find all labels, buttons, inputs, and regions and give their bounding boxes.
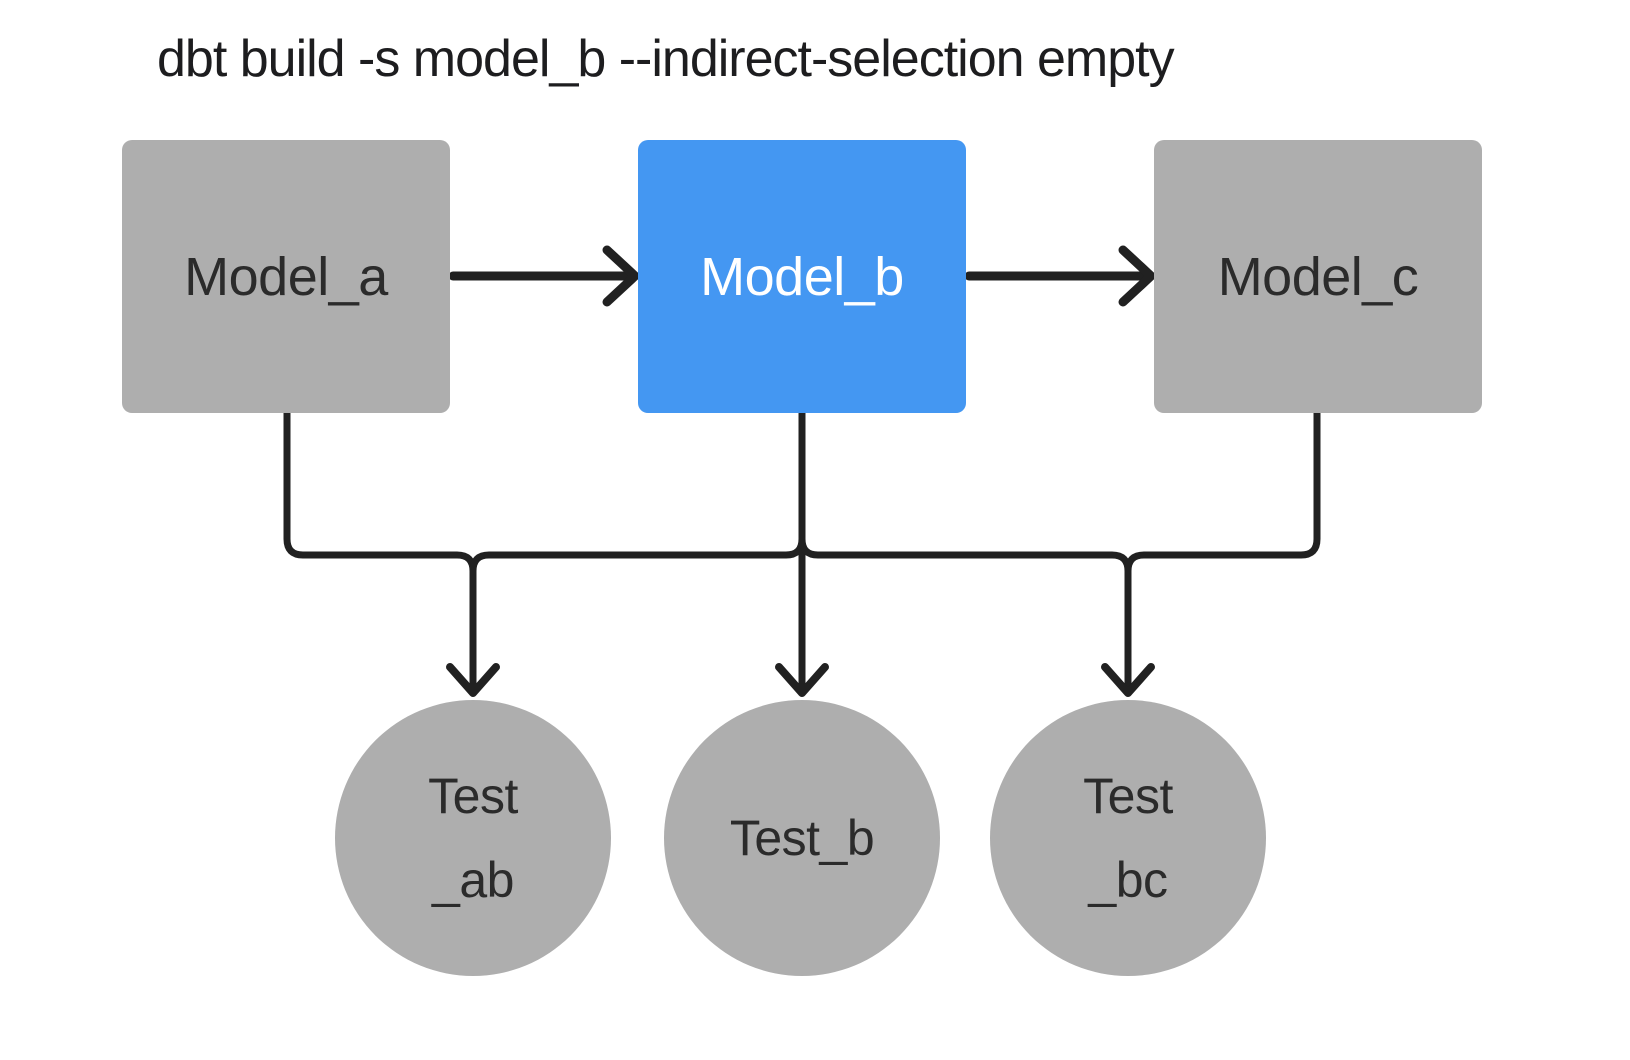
test-b-arrowhead-icon bbox=[775, 663, 829, 697]
diagram-title: dbt build -s model_b --indirect-selectio… bbox=[157, 30, 1175, 88]
edge-model-a-to-test-ab bbox=[283, 409, 477, 692]
edge-model-b-to-test-bc bbox=[798, 409, 1132, 692]
test-bc-arrowhead-icon bbox=[1101, 663, 1155, 697]
edge-model-a-to-model-b-arrowhead-icon bbox=[602, 245, 640, 307]
node-model-a: Model_a bbox=[122, 140, 450, 413]
node-test-ab-label: Test _ab bbox=[428, 768, 518, 908]
node-test-bc-label: Test _bc bbox=[1083, 768, 1173, 908]
edge-model-c-to-test-bc bbox=[1124, 409, 1321, 692]
node-test-b: Test_b bbox=[664, 700, 940, 976]
node-test-b-label: Test_b bbox=[729, 810, 875, 866]
node-model-c: Model_c bbox=[1154, 140, 1482, 413]
edge-model-b-to-model-c-arrowhead-icon bbox=[1118, 245, 1156, 307]
node-model-b-selected: Model_b bbox=[638, 140, 966, 413]
node-model-a-label: Model_a bbox=[184, 246, 388, 307]
node-model-b-label: Model_b bbox=[700, 246, 904, 307]
node-model-c-label: Model_c bbox=[1217, 246, 1419, 307]
test-ab-arrowhead-icon bbox=[446, 663, 500, 697]
node-test-ab: Test _ab bbox=[335, 700, 611, 976]
edge-model-b-to-test-ab bbox=[469, 409, 806, 692]
node-test-bc: Test _bc bbox=[990, 700, 1266, 976]
